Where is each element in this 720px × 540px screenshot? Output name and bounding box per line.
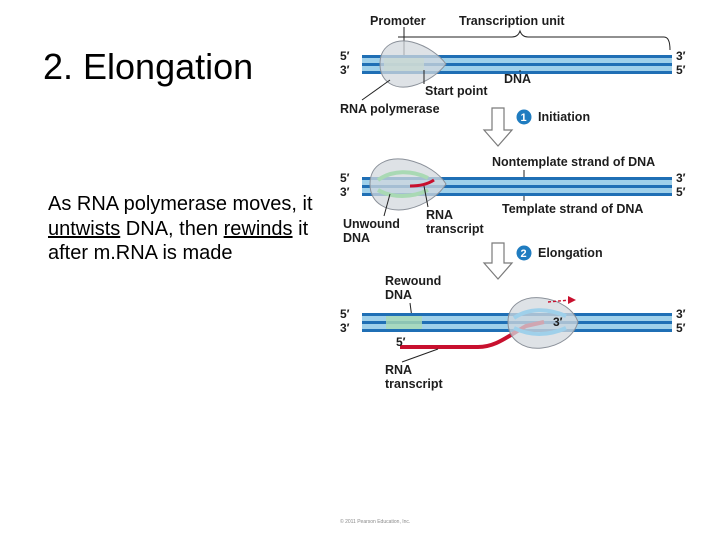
rna-polymerase-1	[379, 40, 447, 88]
direction-arrow	[547, 299, 571, 303]
strand-end-5prime: 5′	[340, 49, 350, 63]
dna-helix-2	[362, 177, 672, 196]
rna-polymerase-2	[369, 158, 447, 211]
label-rewound-dna: DNA	[385, 288, 412, 302]
unwound-dna-pointer	[383, 193, 391, 217]
label-unwound-dna: Unwound	[343, 217, 400, 231]
unwound-strand-top	[376, 170, 429, 182]
slide-body-text: As RNA polymerase moves, it untwists DNA…	[48, 192, 318, 266]
label-rna-transcript: RNA	[426, 208, 453, 222]
body-text-part: As RNA polymerase moves, it	[48, 193, 313, 215]
strand-end-3prime: 3′	[676, 171, 686, 185]
strand-end-3prime: 3′	[340, 185, 350, 199]
step-number-1: 1	[521, 112, 527, 124]
step-badge-1	[516, 109, 532, 125]
step-number-2: 2	[521, 248, 527, 260]
label-template-strand: Template strand of DNA	[502, 202, 643, 216]
label-start-point: Start point	[425, 84, 488, 98]
bubble-strand-top	[512, 308, 567, 320]
body-text-part: it after m.RNA is made	[48, 217, 309, 265]
unwound-strand-bottom	[377, 188, 429, 198]
strand-end-5prime: 5′	[340, 307, 350, 321]
short-rna	[409, 178, 435, 188]
strand-end-5prime: 5′	[676, 185, 686, 199]
label-unwound-dna: DNA	[343, 231, 370, 245]
strand-end-3prime: 3′	[340, 63, 350, 77]
label-rewound-dna: Rewound	[385, 274, 441, 288]
label-dna: DNA	[504, 72, 531, 86]
label-promoter: Promoter	[370, 14, 426, 28]
rna-transcript-pointer	[423, 185, 429, 208]
step-label-elongation: Elongation	[538, 246, 603, 260]
strand-end-5prime: 5′	[676, 321, 686, 335]
label-rna-transcript: transcript	[426, 222, 484, 236]
strand-end-3prime: 3′	[340, 321, 350, 335]
slide-title: 2. Elongation	[43, 46, 254, 87]
bubble-strand-bottom	[513, 326, 567, 336]
rna-polymerase-pointer	[361, 79, 391, 101]
strand-end-3prime: 3′	[676, 49, 686, 63]
rna-transcript-b-pointer	[401, 348, 439, 363]
transcription-unit-bracket	[398, 29, 671, 51]
copyright-notice: © 2011 Pearson Education, Inc.	[340, 518, 410, 525]
step-label-initiation: Initiation	[538, 110, 590, 124]
label-rna-transcript: transcript	[385, 377, 443, 391]
body-text-part: DNA, then	[120, 217, 224, 240]
strand-end-5prime: 5′	[676, 63, 686, 77]
step-badge-2	[516, 245, 532, 261]
label-transcription-unit: Transcription unit	[459, 14, 565, 28]
rna-3prime-end: 3′	[553, 315, 563, 329]
rna-5prime-end: 5′	[396, 335, 406, 349]
body-text-rewinds: rewinds	[223, 217, 293, 240]
body-text-untwists: untwists	[48, 217, 121, 240]
strand-end-3prime: 3′	[676, 307, 686, 321]
label-nontemplate-strand: Nontemplate strand of DNA	[492, 155, 655, 169]
down-arrow-2	[482, 242, 514, 280]
rna-polymerase-3	[507, 297, 579, 349]
down-arrow-1	[482, 107, 514, 147]
strand-end-5prime: 5′	[340, 171, 350, 185]
label-rna-polymerase: RNA polymerase	[340, 102, 440, 116]
label-rna-transcript: RNA	[385, 363, 412, 377]
direction-arrowhead	[568, 296, 576, 304]
